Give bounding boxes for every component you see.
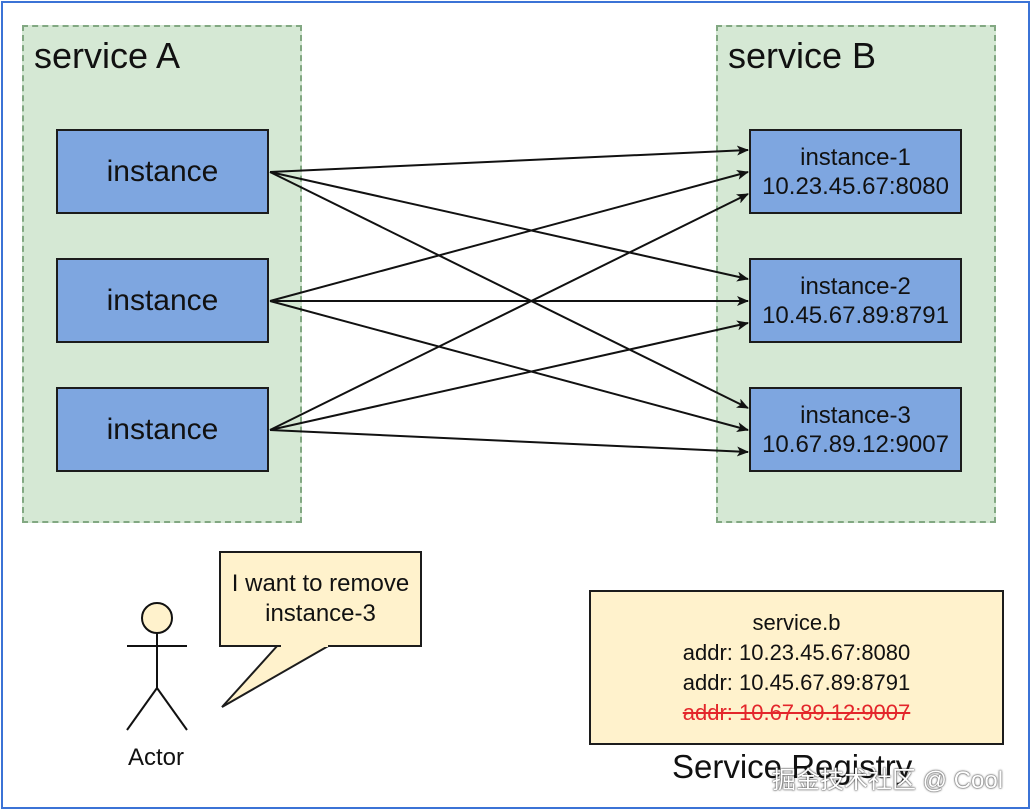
service-registry-box: service.b addr: 10.23.45.67:8080 addr: 1… [589, 590, 1004, 745]
connection-arrow [269, 171, 749, 409]
service-a-instance-2: instance [56, 258, 269, 343]
instance-addr: 10.45.67.89:8791 [762, 301, 949, 329]
connection-arrow [269, 145, 749, 173]
connection-arrow [269, 429, 749, 457]
service-b-instance-3: instance-3 10.67.89.12:9007 [749, 387, 962, 472]
service-b-instance-2: instance-2 10.45.67.89:8791 [749, 258, 962, 343]
service-b-instance-1: instance-1 10.23.45.67:8080 [749, 129, 962, 214]
instance-label: instance [106, 283, 219, 317]
speech-line-2: instance-3 [265, 600, 376, 627]
instance-name: instance-1 [800, 143, 911, 171]
registry-service-name: service.b [752, 609, 841, 635]
instance-name: instance-3 [800, 401, 911, 429]
registry-entry: addr: 10.23.45.67:8080 [682, 639, 911, 665]
service-a-instance-3: instance [56, 387, 269, 472]
instance-name: instance-2 [800, 272, 911, 300]
actor-label: Actor [128, 744, 185, 771]
instance-label: instance [106, 412, 219, 446]
actor-figure [126, 602, 188, 731]
instance-label: instance [106, 154, 219, 188]
actor-speech-bubble: I want to remove instance-3 [219, 551, 422, 647]
service-registry-label: Service Registry [672, 748, 913, 785]
service-a-instance-1: instance [56, 129, 269, 214]
watermark: 掘金技术社区 @ Cool [772, 767, 1004, 794]
speech-line-1: I want to remove [231, 570, 410, 597]
connection-arrow [269, 300, 749, 432]
registry-entry: addr: 10.45.67.89:8791 [682, 669, 911, 695]
speech-tail-join [281, 643, 328, 647]
connection-arrow [269, 320, 749, 431]
speech-tail [221, 644, 331, 708]
instance-addr: 10.67.89.12:9007 [762, 430, 949, 458]
service-b-title: service B [728, 35, 877, 76]
connection-arrow [269, 193, 749, 431]
connection-arrow [269, 171, 749, 282]
registry-entry-removed: addr: 10.67.89.12:9007 [682, 699, 911, 725]
instance-addr: 10.23.45.67:8080 [762, 172, 949, 200]
service-a-title: service A [34, 35, 181, 76]
connection-arrow [269, 170, 749, 302]
